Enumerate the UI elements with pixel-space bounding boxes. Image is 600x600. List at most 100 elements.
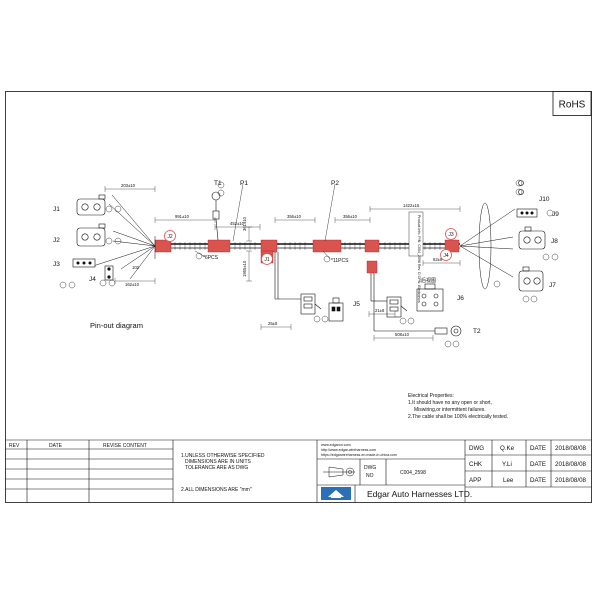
- dim-361: 361±10: [242, 216, 247, 231]
- label-t1: T1: [214, 180, 222, 187]
- dim-21: 21±8: [375, 308, 385, 313]
- connector-j8: [518, 226, 546, 250]
- website-2: http://www.edgar-wireharness.com: [321, 448, 376, 452]
- sleeve-drop2: [366, 260, 378, 274]
- dwg-no-value: C004_2598: [400, 470, 426, 476]
- company-name: Edgar Auto Harnesses LTD.: [367, 489, 472, 499]
- row-dwg-date-label: DATE: [530, 445, 546, 452]
- note-1a: 1.UNLESS OTHERWISE SPECIFIED: [181, 453, 265, 459]
- row-chk-name: Y.Li: [502, 461, 512, 468]
- label-p2: P2: [331, 180, 339, 187]
- balloon-j1: J1: [264, 257, 270, 263]
- drop-j6: [370, 273, 408, 318]
- dim-356b: 356±10: [343, 214, 358, 219]
- website-1: www.edgaron.com: [321, 443, 351, 447]
- j6-face: [416, 283, 444, 312]
- date-header: DATE: [49, 443, 63, 449]
- balloon-j3: J3: [448, 232, 454, 238]
- note-11pcs: *11PCS: [331, 258, 349, 264]
- sleeve-j1: [260, 239, 278, 253]
- rohs-label: RoHS: [559, 100, 586, 111]
- row-chk-role: CHK: [469, 461, 483, 468]
- sleeve-p2: [312, 239, 342, 253]
- balloons: J2 J1 J3 J4: [164, 228, 457, 265]
- title-block: [5, 439, 592, 502]
- label-p1: P1: [240, 180, 248, 187]
- left-fanout: [92, 194, 156, 280]
- connector-j1: [76, 194, 106, 216]
- dimension-lines: [104, 186, 461, 341]
- label-t2: T2: [473, 328, 481, 335]
- dim-62: 62±8: [433, 257, 443, 262]
- connector-j10: [518, 180, 524, 195]
- connector-j2: [76, 223, 106, 247]
- sleeve-p1: [207, 239, 231, 253]
- electrical-line-2: Miswiring,or intermittent failures.: [414, 407, 486, 413]
- row-app-date-label: DATE: [530, 477, 546, 484]
- label-j7: J7: [549, 282, 556, 289]
- note-6pcs: *6PCS: [203, 255, 219, 261]
- row-dwg-date: 2018/08/08: [555, 445, 587, 452]
- revise-header: REVISE CONTENT: [103, 443, 147, 449]
- rev-header: REV: [9, 443, 20, 449]
- electrical-line-1: 1.It should have no any open or short,: [408, 400, 492, 406]
- electrical-title: Electrical Properties:: [408, 393, 454, 399]
- dim-508: 508±10: [395, 332, 410, 337]
- drawing-sheet: RoHS J2 J1 J3 J4: [5, 91, 592, 503]
- callout-circles: [59, 179, 559, 348]
- harness-diagram: J2 J1 J3 J4: [59, 179, 559, 348]
- connector-labels: J1 J2 J3 J4 T1 P1 P2 J5 J6 J7 J8 J9 J10 …: [53, 180, 559, 335]
- terminal-t2: [373, 301, 462, 337]
- dwg-no-label-1: DWG: [364, 465, 376, 471]
- j5-face: [328, 297, 344, 322]
- label-j10: J10: [539, 196, 550, 203]
- dim-452: 452±10: [230, 221, 245, 226]
- dwg-no-label-2: NO: [366, 473, 374, 479]
- note-2: 2.ALL DIMENSIONS ARE "mm": [181, 487, 252, 493]
- sleeve-mid: [364, 239, 380, 253]
- general-notes: 1.UNLESS OTHERWISE SPECIFIED DIMENSIONS …: [181, 453, 265, 493]
- electrical-properties: Electrical Properties: 1.It should have …: [408, 393, 508, 420]
- row-dwg-name: Q.Ke: [500, 445, 515, 452]
- dim-102: 102: [132, 265, 140, 270]
- label-j6: J6: [457, 295, 464, 302]
- balloon-j4: J4: [443, 253, 449, 259]
- label-j2: J2: [53, 237, 60, 244]
- sleeve-j3: [444, 239, 460, 253]
- dim-1955: 1955±10: [242, 260, 247, 277]
- dimension-texts: 203±10 991±10 452±10 356±10 356±10 1422±…: [121, 183, 443, 337]
- label-j4: J4: [89, 276, 96, 283]
- row-app-role: APP: [469, 477, 481, 484]
- label-j5: J5: [353, 301, 360, 308]
- dim-991: 991±10: [175, 214, 190, 219]
- label-j1: J1: [53, 206, 60, 213]
- website-3: https://edgarwireharness.en.made-in-chin…: [321, 453, 397, 457]
- note-1b: DIMENSIONS ARE IN UNITS: [185, 459, 252, 465]
- drop-j5: [274, 252, 322, 315]
- row-chk-date: 2018/08/08: [555, 461, 587, 468]
- company-logo: [321, 487, 351, 500]
- sleeve-j2: [154, 239, 172, 253]
- row-chk-date-label: DATE: [530, 461, 546, 468]
- row-dwg-role: DWG: [469, 445, 484, 452]
- row-app-date: 2018/08/08: [555, 477, 587, 484]
- connector-j9: [516, 208, 538, 218]
- electrical-line-3: 2.The cable shall be 100% electrically t…: [408, 414, 508, 420]
- label-j8: J8: [551, 238, 558, 245]
- projection-symbol: [323, 466, 355, 478]
- sheet-border: [5, 91, 592, 503]
- dim-1422: 1422±15: [403, 203, 420, 208]
- connector-j4: [104, 265, 114, 281]
- dim-25: 25±8: [268, 321, 278, 326]
- product-label-box: [408, 211, 424, 257]
- connector-j3: [72, 258, 96, 268]
- dim-162: 162±10: [125, 282, 140, 287]
- rohs-box: RoHS: [552, 91, 592, 116]
- dim-203: 203±10: [121, 183, 136, 188]
- label-j3: J3: [53, 261, 60, 268]
- dim-356a: 356±10: [287, 214, 302, 219]
- product-label-text: Product Info. P/N: C004_2598 Rev. D CPN:…: [417, 215, 421, 303]
- row-app-name: Lee: [503, 477, 514, 484]
- rear-view-label: 后视图: [421, 277, 436, 284]
- right-fanout: [459, 202, 516, 290]
